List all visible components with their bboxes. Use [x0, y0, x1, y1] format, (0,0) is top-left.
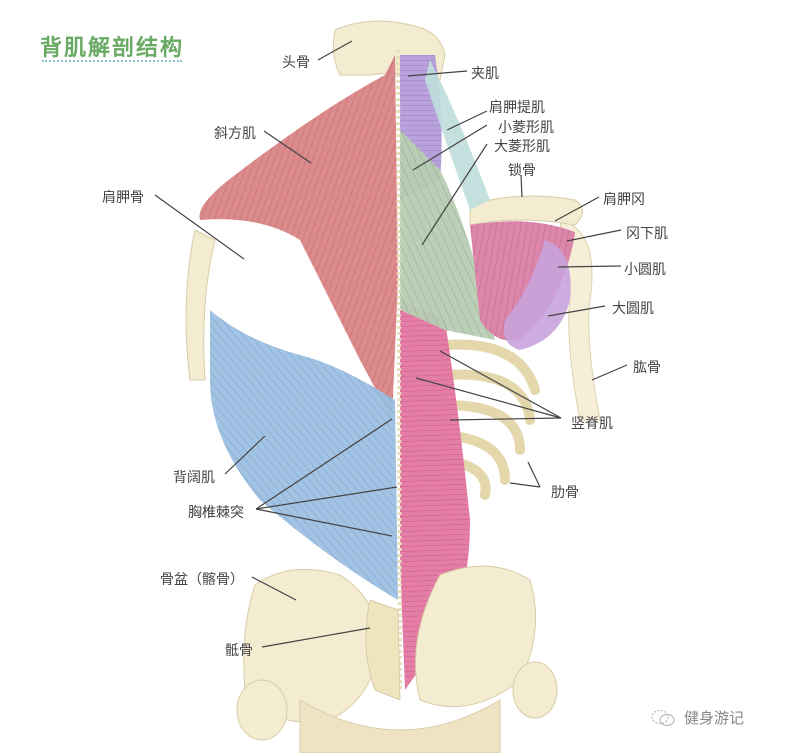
pelvis-left: [243, 568, 381, 723]
label-rhomboid-major: 大菱形肌: [494, 139, 550, 155]
right-clavicle: [469, 195, 583, 226]
label-rhomboid-minor: 小菱形肌: [498, 120, 554, 136]
spine-line: [396, 49, 402, 691]
sacrum-shape: [365, 599, 401, 701]
label-humerus: 肱骨: [633, 360, 661, 376]
diagram-title: 背肌解剖结构: [40, 36, 185, 61]
wechat-icon: [651, 709, 675, 726]
label-splenius: 夹肌: [471, 66, 499, 82]
label-pelvis-ilium: 骨盆（髂骨）: [160, 572, 244, 588]
watermark: 健身游记: [650, 707, 744, 728]
label-trapezius: 斜方肌: [214, 126, 256, 142]
teres-muscles: [504, 240, 571, 350]
label-skull: 头骨: [282, 55, 310, 71]
label-infraspinatus: 冈下肌: [626, 226, 668, 242]
rhomboid-muscles: [400, 130, 495, 340]
label-scapular-spine: 肩胛冈: [603, 192, 645, 208]
left-humerus: [185, 229, 216, 381]
watermark-text: 健身游记: [684, 709, 745, 727]
label-clavicle: 锁骨: [508, 163, 536, 179]
levator-scapulae-muscle: [425, 60, 490, 210]
label-ribs: 肋骨: [551, 485, 579, 501]
label-teres-minor: 小圆肌: [624, 262, 666, 278]
label-teres-major: 大圆肌: [612, 301, 654, 317]
title-underline: [42, 60, 182, 62]
label-sacrum: 骶骨: [225, 643, 253, 659]
trapezius-muscle: [199, 55, 398, 420]
label-levator-scapulae: 肩胛提肌: [489, 100, 545, 116]
label-latissimus-dorsi: 背阔肌: [173, 470, 215, 486]
pelvis-floor: [299, 699, 501, 753]
label-thoracic-spinous-process: 胸椎棘突: [188, 505, 244, 521]
leader-lines: [154, 40, 628, 648]
label-scapula: 肩胛骨: [102, 190, 144, 206]
label-erector-spinae: 竖脊肌: [571, 416, 613, 432]
right-humerus: [559, 219, 601, 421]
